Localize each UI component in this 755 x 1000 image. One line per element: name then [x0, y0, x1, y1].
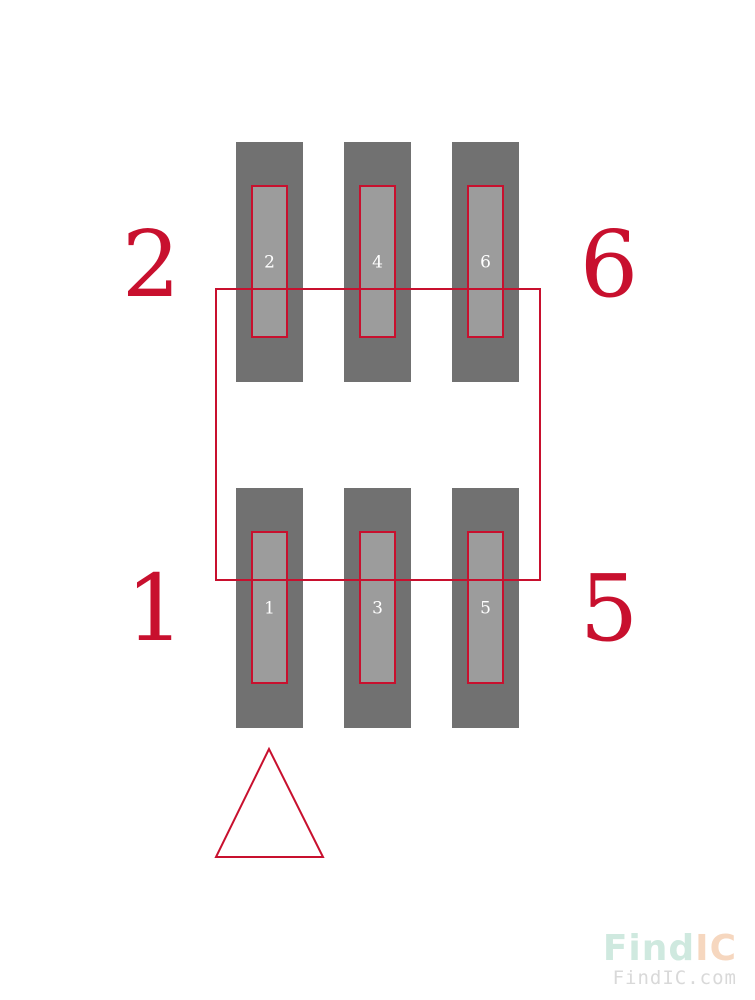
pad-label: 5 — [480, 599, 491, 619]
pad-lead — [359, 185, 396, 338]
pad-label: 2 — [264, 253, 275, 273]
watermark-logo-find: Find — [602, 928, 696, 969]
pad-label: 1 — [264, 599, 275, 619]
pad-lead — [251, 531, 288, 684]
component-body-outline — [215, 288, 541, 581]
pin-number-bottom-right: 5 — [580, 555, 639, 662]
pin-number-top-left: 2 — [122, 211, 181, 318]
pad-4: 4 — [344, 142, 411, 382]
pad-label: 3 — [372, 599, 383, 619]
pin-number-bottom-left: 1 — [126, 555, 185, 662]
pad-3: 3 — [344, 488, 411, 728]
pin-number-top-right: 6 — [580, 211, 639, 318]
pad-lead — [251, 185, 288, 338]
pad-lead — [359, 531, 396, 684]
pin1-indicator-triangle — [214, 746, 325, 858]
watermark-logo: FindIC — [603, 931, 737, 967]
pad-6: 6 — [452, 142, 519, 382]
pad-lead — [467, 185, 504, 338]
pad-1: 1 — [236, 488, 303, 728]
pad-label: 4 — [372, 253, 383, 273]
pad-lead — [467, 531, 504, 684]
watermark-url: FindIC.com — [612, 967, 737, 989]
pads-layer: 2 4 6 1 3 5 — [236, 142, 519, 728]
watermark-logo-ic: IC — [695, 928, 737, 969]
findic-watermark: FindIC FindIC.com — [603, 931, 737, 988]
pad-5: 5 — [452, 488, 519, 728]
pad-2: 2 — [236, 142, 303, 382]
pad-label: 6 — [480, 253, 491, 273]
